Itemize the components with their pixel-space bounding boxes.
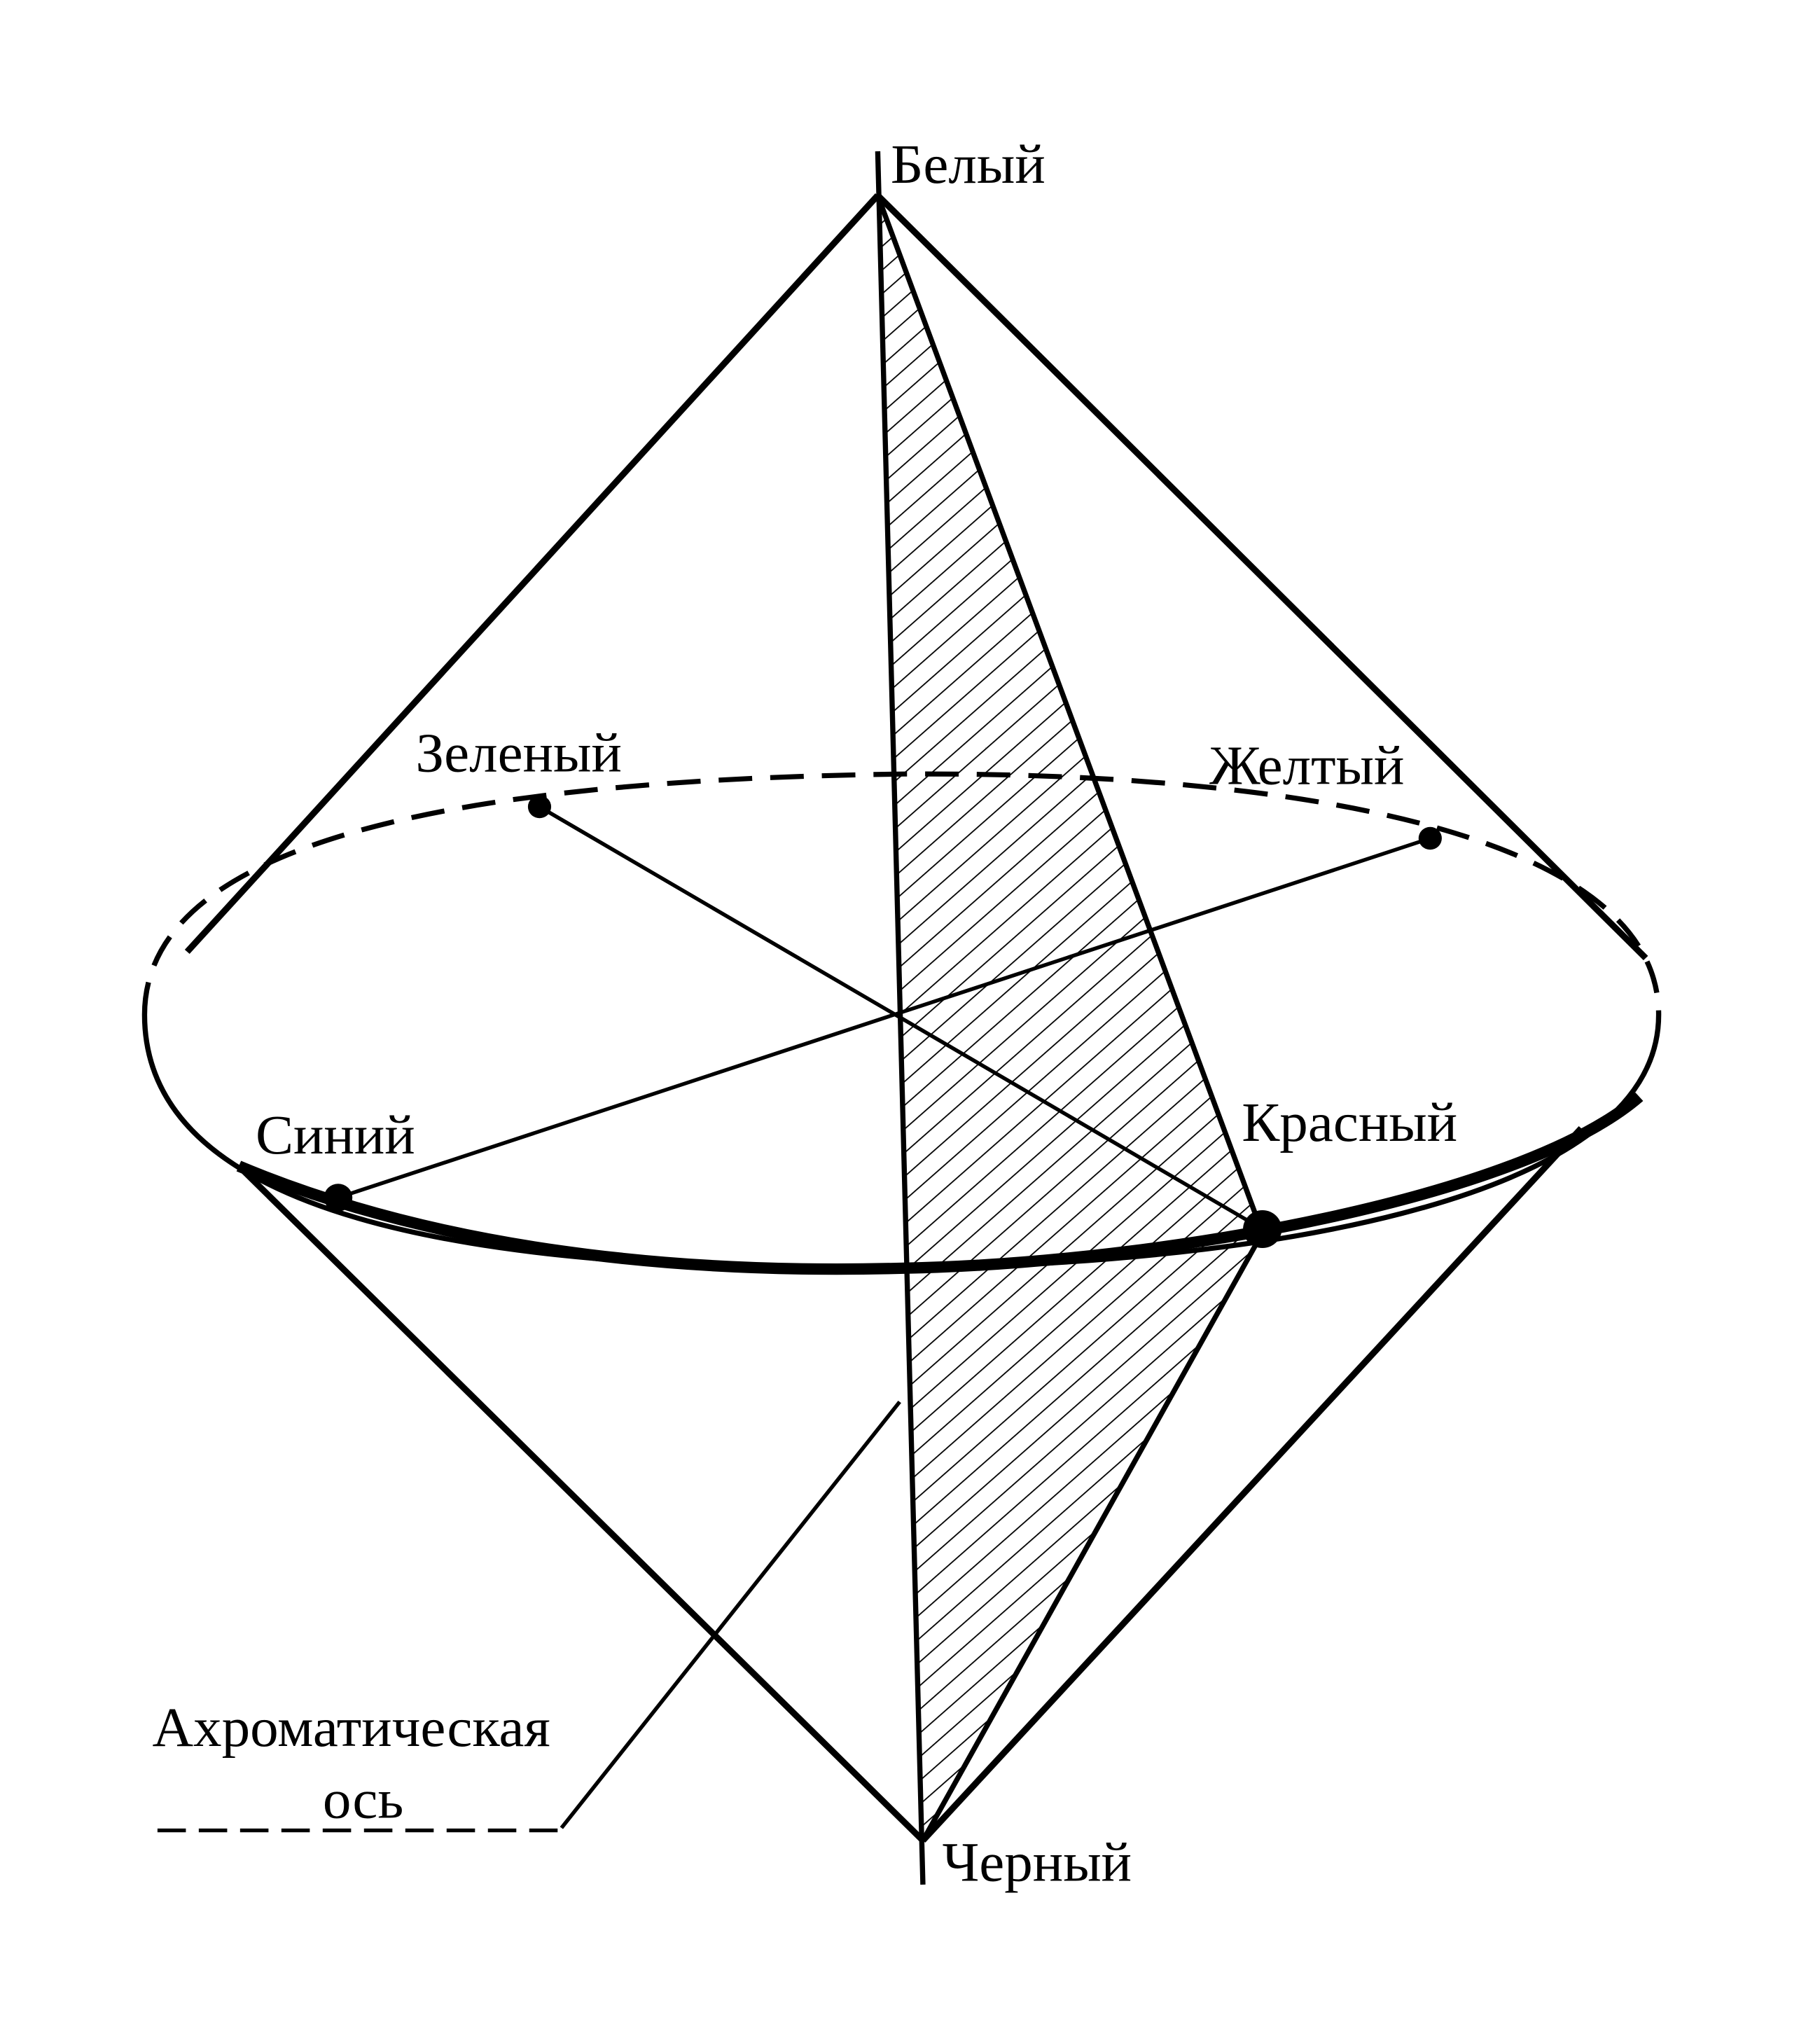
- label-white: Белый: [891, 134, 1046, 195]
- green-point: [527, 795, 552, 819]
- label-axis-line1: Ахроматическая: [153, 1698, 550, 1759]
- label-red: Красный: [1242, 1093, 1457, 1153]
- hatched-saturation-plane: [875, 194, 1265, 1842]
- label-blue: Синий: [256, 1105, 415, 1166]
- blue-yellow-diameter: [338, 836, 1431, 1200]
- label-green: Зеленый: [416, 723, 622, 784]
- blue-point: [324, 1184, 353, 1212]
- yellow-point: [1418, 826, 1442, 850]
- red-point: [1243, 1210, 1282, 1248]
- axis-label-leader: [560, 1400, 901, 1829]
- label-axis-line2: ось: [323, 1769, 404, 1830]
- lower-cone-outline: [236, 1125, 1584, 1843]
- label-black: Черный: [943, 1832, 1132, 1893]
- label-yellow: Желтый: [1209, 735, 1404, 796]
- equator-back-dashed: [141, 771, 1662, 1016]
- upper-cone-outline: [184, 193, 1648, 961]
- green-red-diameter: [539, 805, 1264, 1231]
